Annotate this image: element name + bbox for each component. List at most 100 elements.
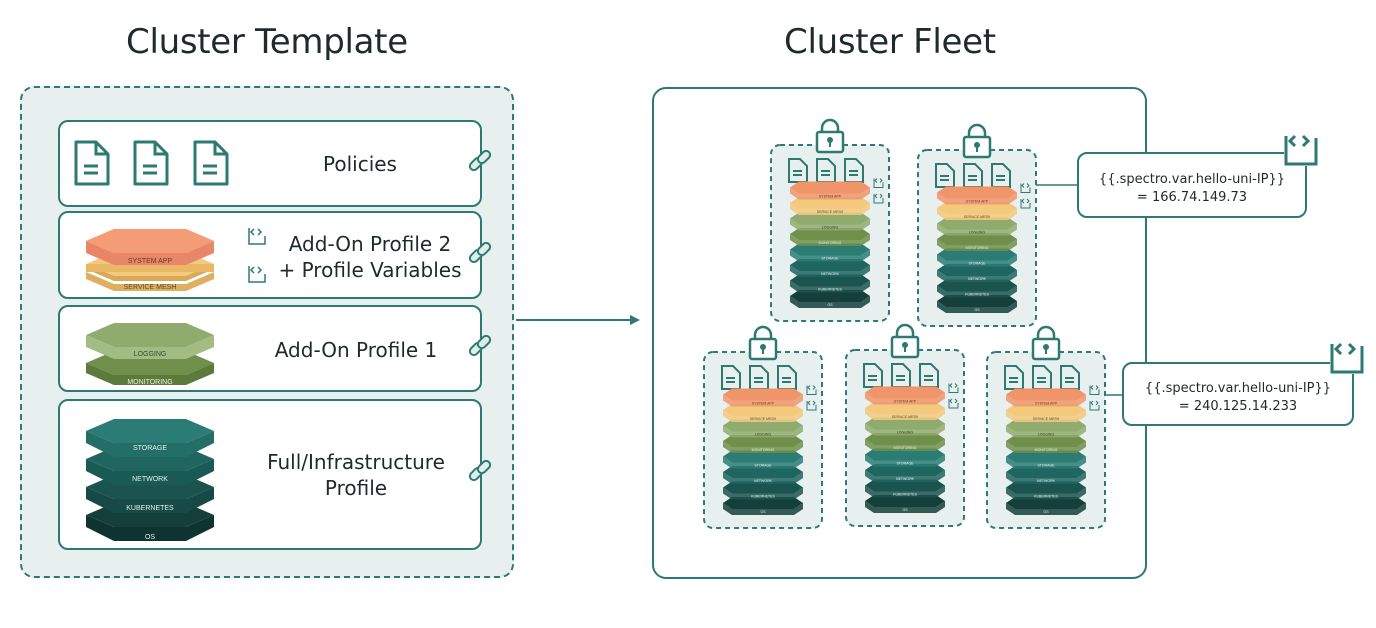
cluster-layer-service-mesh (790, 197, 870, 209)
monitoring-layer-label: MONITORING (127, 379, 172, 386)
infrastructure-profile-row: OS KUBERNETES NETWORK STORAGE Full/Infra… (58, 399, 482, 550)
document-icon (963, 163, 983, 188)
cluster-card: OSKUBERNETESNETWORKSTORAGEMONITORINGLOGG… (770, 118, 890, 322)
cluster-layer-service-mesh (1006, 404, 1086, 416)
cluster-layer-label: KUBERNETES (965, 293, 989, 297)
cluster-layer-network (790, 259, 870, 271)
profile-variable-value: = 166.74.149.73 (1136, 190, 1248, 205)
document-icon (749, 365, 769, 390)
lock-icon (1031, 325, 1061, 361)
cluster-layer-label: SERVICE MESH (817, 210, 844, 214)
cluster-layer-label: NETWORK (1037, 479, 1056, 483)
addon-profile-2-subtitle: + Profile Variables (278, 258, 462, 282)
cluster-layer-label: OS (1043, 510, 1049, 514)
cluster-layer-service-mesh (865, 402, 945, 414)
cluster-layer-storage (723, 450, 803, 463)
cluster-layer-label: KUBERNETES (1034, 495, 1058, 499)
cluster-layer-network (865, 464, 945, 476)
storage-layer-label: STORAGE (133, 445, 167, 452)
lock-icon (748, 325, 778, 361)
addon-profile-2-stack: SERVICE MESH SYSTEM APP (86, 229, 214, 291)
cluster-layer-logging (865, 417, 945, 430)
cluster-layer-os (790, 290, 870, 302)
document-icon (991, 163, 1011, 188)
cluster-card: OSKUBERNETESNETWORKSTORAGEMONITORINGLOGG… (845, 323, 965, 527)
code-brackets-icon (248, 228, 266, 245)
cluster-layer-network (723, 466, 803, 478)
cluster-card: OSKUBERNETESNETWORKSTORAGEMONITORINGLOGG… (986, 325, 1106, 529)
code-brackets-icon (1020, 198, 1031, 209)
cluster-card: OSKUBERNETESNETWORKSTORAGEMONITORINGLOGG… (703, 325, 823, 529)
document-icon (788, 158, 808, 183)
policies-label: Policies (323, 152, 397, 176)
deploy-arrow (516, 315, 640, 325)
cluster-layer-system-app (790, 181, 870, 194)
addon-profile-2-title: Add-On Profile 2 (288, 232, 452, 256)
cluster-layer-system-app (937, 186, 1017, 199)
infrastructure-profile-title: Full/Infrastructure (267, 450, 445, 474)
cluster-layer-label: NETWORK (754, 479, 773, 483)
link-icon (468, 334, 492, 357)
cluster-layer-label: MONITORING (1035, 448, 1058, 452)
cluster-fleet-title: Cluster Fleet (784, 22, 996, 62)
cluster-layer-label: STORAGE (821, 257, 839, 261)
cluster-layer-logging (723, 419, 803, 432)
link-icon (468, 459, 492, 482)
profile-variable-name: {{.spectro.var.hello-uni-IP}} (1144, 381, 1332, 396)
code-brackets-icon (948, 398, 959, 409)
code-brackets-icon (1089, 385, 1100, 395)
cluster-layer-service-mesh (723, 404, 803, 416)
addon-profile-1-label: Add-On Profile 1 (274, 338, 438, 362)
cluster-layer-logging (937, 217, 1017, 230)
cluster-layer-monitoring (937, 233, 1017, 245)
cluster-layer-service-mesh (937, 202, 1017, 214)
cluster-layer-label: NETWORK (896, 477, 915, 481)
cluster-layer-label: SYSTEM APP (752, 402, 775, 406)
cluster-layer-label: NETWORK (968, 277, 987, 281)
lock-icon (890, 323, 920, 359)
document-icon (863, 363, 883, 388)
cluster-layer-label: SERVICE MESH (892, 415, 919, 419)
profile-variable-name: {{.spectro.var.hello-uni-IP}} (1098, 172, 1286, 187)
document-icon (935, 163, 955, 188)
code-brackets-icon (806, 400, 817, 411)
cluster-layer-monitoring (865, 433, 945, 445)
document-icon (777, 365, 797, 390)
document-icon (133, 140, 169, 186)
cluster-layer-label: KUBERNETES (818, 288, 842, 292)
link-icon (468, 241, 492, 264)
cluster-layer-label: SYSTEM APP (819, 195, 842, 199)
cluster-layer-label: LOGGING (897, 431, 914, 435)
policies-row: Policies (58, 120, 482, 207)
infrastructure-profile-label: Full/Infrastructure Profile (256, 449, 456, 501)
network-layer-label: NETWORK (132, 476, 168, 483)
addon-profile-1-row: MONITORING LOGGING Add-On Profile 1 (58, 305, 482, 392)
cluster-layer-network (1006, 466, 1086, 478)
cluster-layer-label: LOGGING (822, 226, 839, 230)
cluster-layer-logging (790, 212, 870, 225)
document-icon (74, 140, 110, 186)
code-brackets-icon (1284, 132, 1320, 166)
link-icon (468, 149, 492, 172)
cluster-layer-label: SERVICE MESH (1033, 417, 1060, 421)
addon-profile-1-stack: MONITORING LOGGING (86, 323, 214, 386)
code-brackets-icon (1020, 183, 1031, 193)
cluster-layer-label: SERVICE MESH (750, 417, 777, 421)
document-icon (891, 363, 911, 388)
cluster-card: OSKUBERNETESNETWORKSTORAGEMONITORINGLOGG… (917, 123, 1037, 327)
system-app-layer-label: SYSTEM APP (128, 258, 173, 265)
cluster-layer-label: LOGGING (969, 231, 986, 235)
cluster-layer-system-app (723, 388, 803, 401)
document-icon (1060, 365, 1080, 390)
cluster-layer-kubernetes (1006, 481, 1086, 494)
cluster-layer-monitoring (790, 228, 870, 240)
cluster-layer-storage (865, 448, 945, 461)
cluster-layer-os (1006, 497, 1086, 509)
document-icon (816, 158, 836, 183)
kubernetes-layer-label: KUBERNETES (126, 505, 174, 512)
cluster-layer-label: MONITORING (966, 246, 989, 250)
profile-variable-box-2: {{.spectro.var.hello-uni-IP}} = 240.125.… (1122, 362, 1354, 426)
code-brackets-icon (873, 178, 884, 188)
cluster-layer-storage (937, 248, 1017, 261)
cluster-layer-monitoring (1006, 435, 1086, 447)
